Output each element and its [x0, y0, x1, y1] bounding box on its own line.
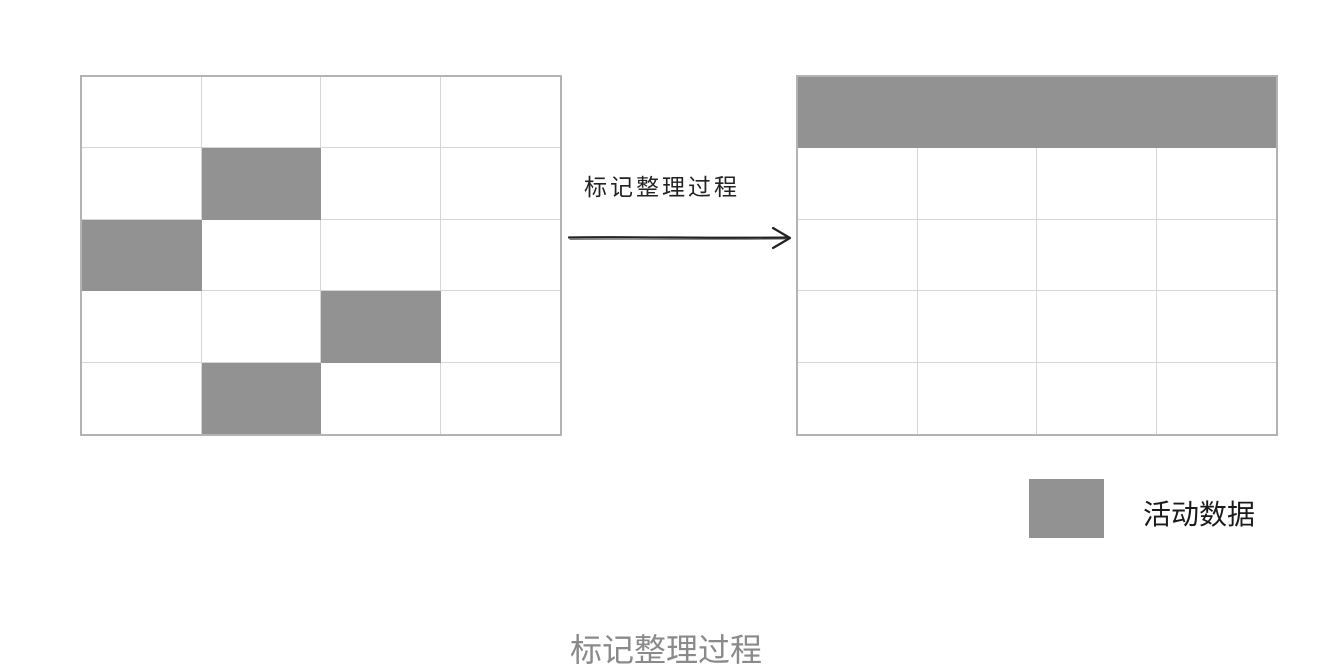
after-free-cell [798, 291, 918, 363]
before-free-cell [321, 219, 441, 292]
after-free-cell [1037, 291, 1157, 363]
after-free-cell [917, 219, 1037, 292]
after-free-cell [1156, 362, 1276, 434]
legend-swatch [1029, 479, 1104, 538]
before-free-cell [440, 148, 560, 220]
before-free-cell [321, 77, 441, 149]
before-free-cell [440, 77, 560, 149]
after-free-cell [798, 219, 918, 292]
after-free-cell [917, 291, 1037, 363]
after-active-cell [798, 77, 918, 149]
after-free-cell [1037, 362, 1157, 434]
before-free-cell [440, 362, 560, 434]
after-free-cell [917, 148, 1037, 220]
before-free-cell [321, 362, 441, 434]
figure-caption: 标记整理过程 [569, 631, 762, 669]
after-free-cell [1156, 148, 1276, 220]
after-free-cell [1037, 148, 1157, 220]
after-active-cell [1156, 77, 1276, 149]
before-active-cell [201, 362, 321, 434]
legend-label: 活动数据 [1143, 498, 1256, 531]
before-free-cell [82, 291, 202, 363]
after-free-cell [798, 148, 918, 220]
after-free-cell [1037, 219, 1157, 292]
before-free-cell [440, 291, 560, 363]
before-active-cell [321, 291, 441, 363]
before-free-cell [201, 77, 321, 149]
after-active-cell [917, 77, 1037, 149]
before-free-cell [321, 148, 441, 220]
after-free-cell [1156, 291, 1276, 363]
before-free-cell [201, 291, 321, 363]
before-free-cell [440, 219, 560, 292]
before-free-cell [82, 148, 202, 220]
grid-before-compaction [80, 75, 562, 436]
before-free-cell [201, 219, 321, 292]
before-active-cell [82, 219, 202, 292]
before-active-cell [201, 148, 321, 220]
grid-after-compaction [796, 75, 1278, 436]
after-free-cell [917, 362, 1037, 434]
after-active-cell [1037, 77, 1157, 149]
before-free-cell [82, 362, 202, 434]
after-free-cell [798, 362, 918, 434]
before-free-cell [82, 77, 202, 149]
arrow-label: 标记整理过程 [584, 175, 740, 201]
after-free-cell [1156, 219, 1276, 292]
arrow-right-icon [567, 226, 792, 250]
